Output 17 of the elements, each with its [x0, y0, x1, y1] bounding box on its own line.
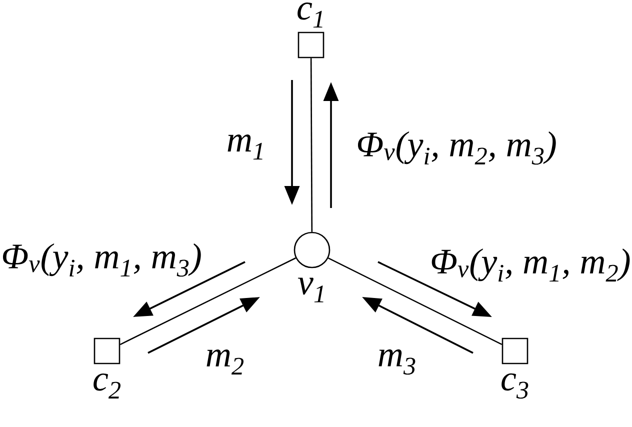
square-node: [502, 338, 528, 364]
connector-line: [328, 258, 502, 346]
message-label: Φ$_{v}$(y$_{i}$, m$_{2}$, m$_{3}$): [358, 131, 556, 165]
message-label: m$_{3}$: [378, 349, 416, 375]
node-label: c$_{3}$: [502, 373, 528, 399]
node-label: v$_{1}$: [298, 278, 324, 302]
square-node: [94, 338, 120, 364]
connector-line: [310, 58, 313, 232]
message-label: Φ$_{v}$(y$_{i}$, m$_{1}$, m$_{2}$): [432, 248, 630, 282]
square-node: [298, 32, 324, 58]
message-label: Φ$_{v}$(y$_{i}$, m$_{1}$, m$_{3}$): [2, 243, 201, 277]
node-label: c$_{1}$: [298, 2, 322, 28]
circle-node: [294, 232, 330, 268]
connector-line: [120, 257, 296, 346]
message-label: m$_{2}$: [206, 349, 244, 375]
message-label: m$_{1}$: [228, 134, 262, 160]
node-label: c$_{2}$: [94, 373, 120, 399]
